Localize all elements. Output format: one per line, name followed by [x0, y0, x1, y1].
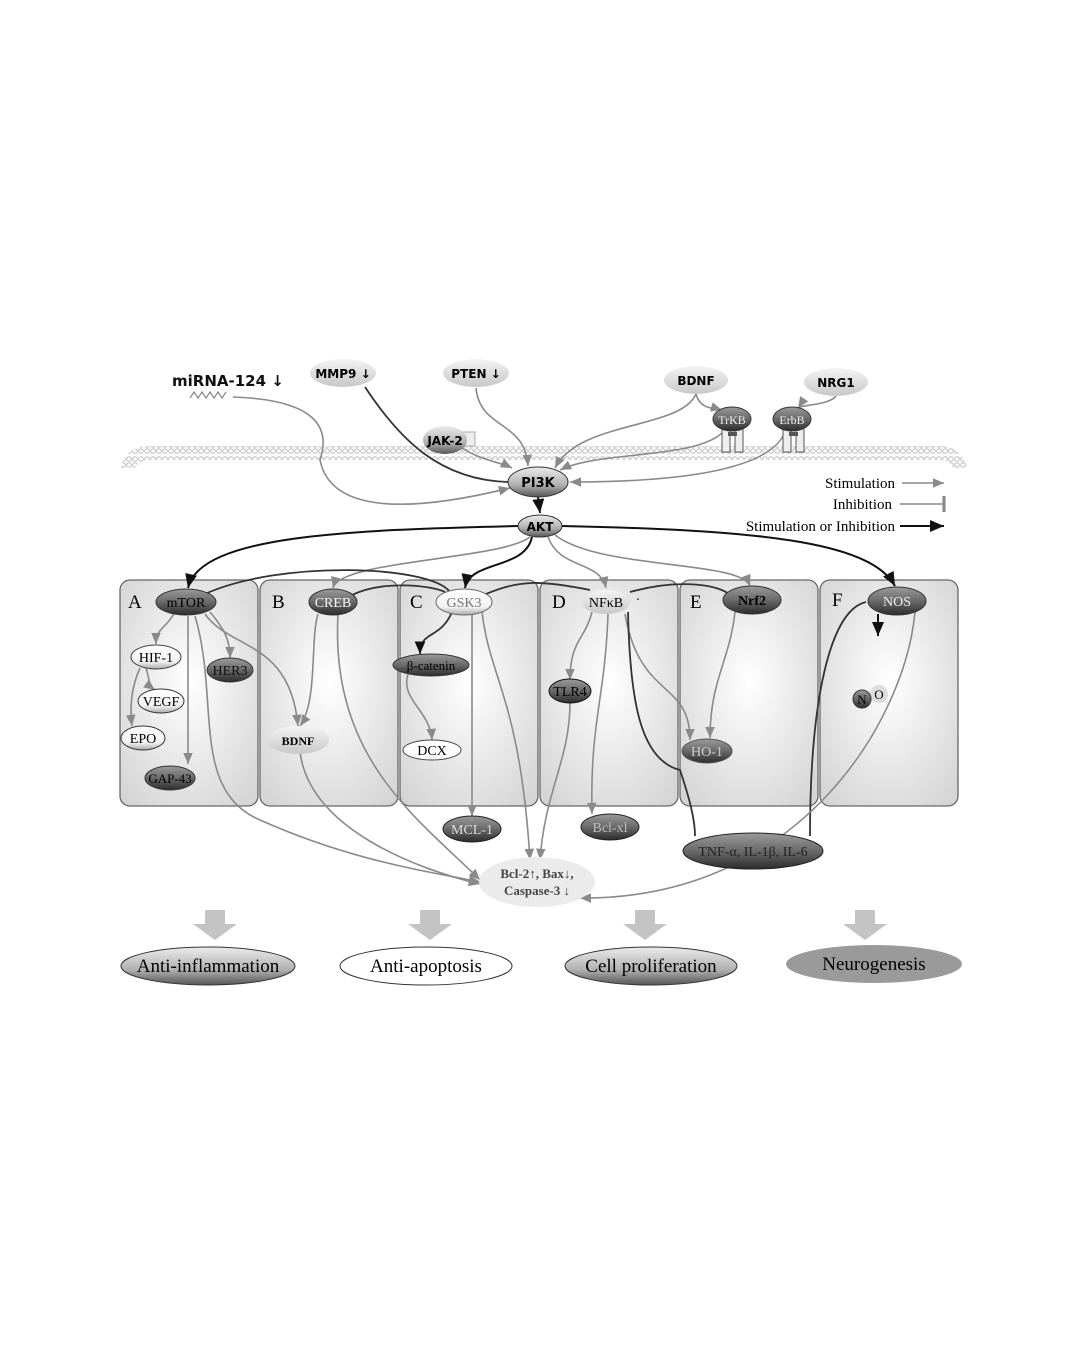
outcome-cell-proliferation: Cell proliferation: [564, 946, 738, 986]
svg-text:GAP-43: GAP-43: [148, 771, 191, 786]
outcome-anti-inflammation: Anti-inflammation: [120, 946, 296, 986]
svg-text:HIF-1: HIF-1: [139, 651, 173, 666]
node-pten: PTEN ↓: [443, 359, 509, 387]
outcome-anti-apoptosis: Anti-apoptosis: [339, 946, 513, 986]
node-her3: HER3: [206, 657, 254, 683]
svg-text:PTEN ↓: PTEN ↓: [451, 367, 500, 381]
svg-text:Nrf2: Nrf2: [738, 594, 766, 609]
svg-text:C: C: [410, 592, 423, 613]
node-bdnf-b: BDNF: [267, 726, 329, 754]
svg-text:VEGF: VEGF: [143, 695, 180, 710]
node-pi3k: PI3K: [507, 466, 569, 498]
svg-text:BDNF: BDNF: [282, 734, 315, 748]
cell-membrane: [120, 446, 968, 470]
node-bdnf-top: BDNF: [664, 366, 728, 394]
svg-text:EPO: EPO: [130, 732, 156, 747]
down-arrow-icon: [623, 910, 667, 940]
receptor-erbb: ErbB: [772, 406, 812, 453]
svg-text:B: B: [272, 592, 285, 613]
node-mcl1: MCL-1: [442, 815, 502, 843]
node-nos: NOS: [867, 586, 927, 616]
node-hif1: HIF-1: [130, 644, 182, 670]
down-arrow-icon: [193, 910, 237, 940]
node-ho1: HO-1: [681, 738, 733, 764]
downstream-nodes: MCL-1 Bcl-xl TNF-α, IL-1β, IL-6 Bcl-2↑, …: [442, 813, 824, 907]
svg-text:F: F: [832, 590, 843, 611]
node-bcl2-bax-caspase3: Bcl-2↑, Bax↓, Caspase-3 ↓: [479, 857, 595, 907]
node-tlr4: TLR4: [548, 678, 592, 704]
node-nrg1: NRG1: [804, 368, 868, 396]
svg-text:mTOR: mTOR: [167, 596, 206, 611]
svg-text:Stimulation or Inhibition: Stimulation or Inhibition: [746, 519, 896, 535]
svg-text:N: N: [857, 692, 867, 707]
svg-text:Anti-inflammation: Anti-inflammation: [137, 956, 280, 977]
svg-text:ErbB: ErbB: [779, 413, 804, 427]
svg-text:NFκB: NFκB: [589, 596, 623, 611]
svg-text:Caspase-3 ↓: Caspase-3 ↓: [504, 883, 570, 898]
svg-text:Stimulation: Stimulation: [825, 476, 896, 492]
svg-text:CREB: CREB: [315, 596, 352, 611]
svg-text:·: ·: [636, 593, 641, 608]
node-jak2: JAK-2: [423, 426, 476, 454]
svg-text:E: E: [690, 592, 702, 613]
svg-text:TNF-α, IL-1β, IL-6: TNF-α, IL-1β, IL-6: [698, 845, 807, 860]
node-mtor: mTOR: [155, 588, 217, 616]
mirna-wave-icon: [189, 390, 227, 400]
outcome-arrows: [193, 910, 887, 940]
node-beta-catenin: β-catenin: [392, 653, 470, 677]
svg-text:Neurogenesis: Neurogenesis: [822, 954, 925, 975]
outcomes: Anti-inflammation Anti-apoptosis Cell pr…: [120, 945, 962, 986]
svg-text:TrKB: TrKB: [718, 413, 746, 427]
svg-text:A: A: [128, 592, 142, 613]
svg-text:Bcl-2↑, Bax↓,: Bcl-2↑, Bax↓,: [500, 866, 573, 881]
node-vegf: VEGF: [137, 688, 185, 714]
node-gap43: GAP-43: [144, 765, 196, 791]
panel-letters: A B C D E F: [128, 590, 843, 613]
receptor-trkb: TrKB: [712, 406, 752, 453]
panels: [119, 579, 959, 807]
svg-text:Bcl-xl: Bcl-xl: [593, 821, 628, 836]
svg-text:TLR4: TLR4: [553, 685, 586, 700]
down-arrow-icon: [843, 910, 887, 940]
svg-text:NOS: NOS: [883, 595, 911, 610]
svg-text:HO-1: HO-1: [691, 745, 723, 760]
svg-text:D: D: [552, 592, 566, 613]
down-arrow-icon: [408, 910, 452, 940]
svg-text:MCL-1: MCL-1: [451, 823, 493, 838]
node-epo: EPO: [120, 725, 166, 751]
node-mmp9: MMP9 ↓: [310, 359, 376, 387]
svg-text:AKT: AKT: [527, 520, 555, 534]
mirna-124-label: miRNA-124 ↓: [172, 372, 284, 390]
svg-text:NRG1: NRG1: [817, 376, 854, 390]
node-nrf2: Nrf2: [722, 585, 782, 615]
svg-text:Inhibition: Inhibition: [833, 497, 893, 513]
panel-nodes: mTOR HIF-1 HER3 VEGF EPO GAP-43 CREB BDN…: [120, 585, 927, 791]
svg-text:HER3: HER3: [213, 664, 248, 679]
svg-text:GSK3: GSK3: [446, 596, 481, 611]
node-akt: AKT: [517, 514, 563, 538]
svg-text:Cell proliferation: Cell proliferation: [585, 956, 717, 977]
svg-text:β-catenin: β-catenin: [407, 658, 456, 673]
svg-text:Anti-apoptosis: Anti-apoptosis: [370, 956, 482, 977]
node-creb: CREB: [308, 588, 358, 616]
svg-text:BDNF: BDNF: [677, 374, 714, 388]
svg-text:JAK-2: JAK-2: [426, 434, 462, 448]
node-bclxl: Bcl-xl: [580, 813, 640, 841]
node-cytokines: TNF-α, IL-1β, IL-6: [682, 832, 824, 870]
svg-text:DCX: DCX: [417, 744, 447, 759]
svg-text:O: O: [874, 687, 883, 702]
node-nfkb: NFκB ·: [582, 590, 640, 614]
node-dcx: DCX: [402, 739, 462, 761]
outcome-neurogenesis: Neurogenesis: [786, 945, 962, 983]
node-gsk3: GSK3: [435, 588, 493, 616]
svg-text:MMP9 ↓: MMP9 ↓: [315, 367, 370, 381]
legend: Stimulation Inhibition Stimulation or In…: [746, 476, 896, 535]
svg-text:PI3K: PI3K: [521, 476, 555, 491]
